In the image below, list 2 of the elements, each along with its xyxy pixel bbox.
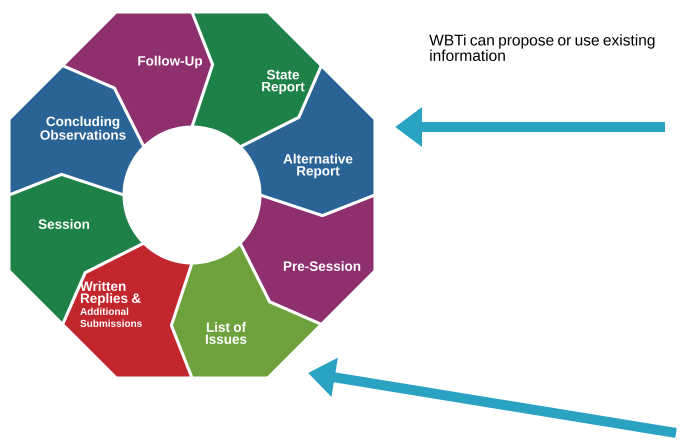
cycle-segment: Written Replies & Additional Submissions bbox=[60, 241, 194, 380]
note-text: WBTi can propose or use existing information bbox=[429, 34, 654, 62]
